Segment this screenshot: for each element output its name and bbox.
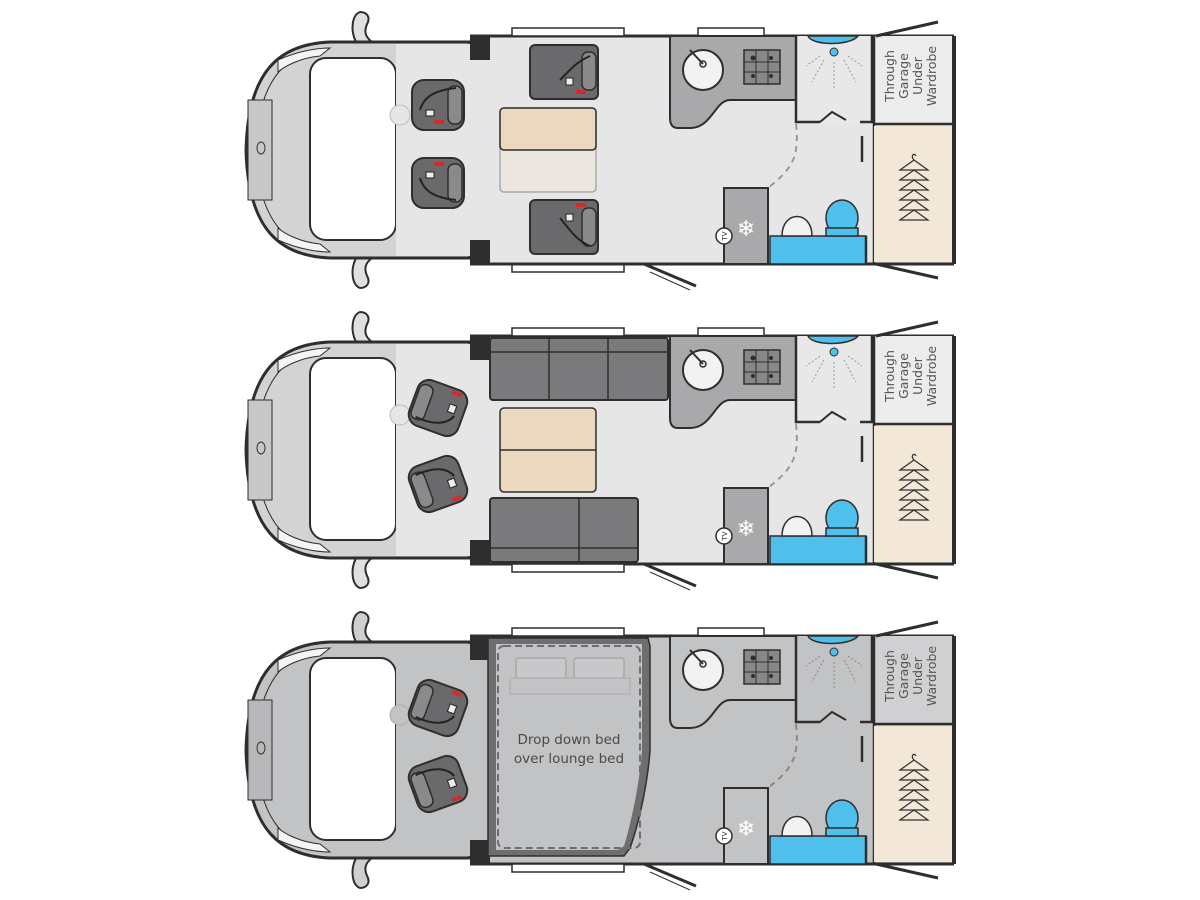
fridge: [723, 787, 769, 865]
hob-icon: [743, 649, 781, 685]
garage-label: Through Garage Under Wardrobe: [882, 45, 939, 107]
shower-head-icon: [829, 647, 839, 657]
entrance-door: [643, 862, 697, 888]
shower-head-icon: [829, 47, 839, 57]
left-mirror-icon: [351, 10, 375, 43]
fridge: [723, 187, 769, 265]
garage-label: Through Garage Under Wardrobe: [882, 345, 939, 407]
sofa-3-seat: [489, 337, 669, 401]
sofa-2-seat: [489, 497, 639, 563]
kitchen-sink-icon: [682, 649, 724, 691]
wardrobe: [874, 426, 952, 562]
travel-seat: [529, 199, 599, 255]
tv-icon: TV: [715, 527, 733, 545]
washbasin-counter: [769, 835, 867, 865]
snowflake-icon: ❄: [737, 516, 755, 541]
window: [511, 627, 625, 637]
through-garage: [874, 336, 952, 424]
right-mirror-icon: [351, 257, 375, 290]
washbasin-icon: [781, 215, 813, 237]
floorplan-lounge-drawing: ❄ TV: [244, 310, 956, 591]
floorplan-night: ❄ TV Through Garage Under Wardrobe Drop …: [0, 600, 1200, 900]
entrance-door: [643, 562, 697, 588]
window: [697, 627, 765, 637]
floorplan-day-drawing: ❄ TV: [244, 10, 956, 291]
drop-down-bed: [487, 637, 651, 857]
drop-down-bed-label: Drop down bed over lounge bed: [513, 732, 625, 767]
garage-label: Through Garage Under Wardrobe: [882, 645, 939, 707]
hanger-icon: [898, 153, 930, 221]
window: [511, 27, 625, 37]
washbasin-icon: [781, 515, 813, 537]
floorplan-lounge: ❄ TV Through Garage Under Wardrobe: [0, 300, 1200, 600]
cab-seat-driver-swivelled: [407, 678, 469, 738]
cab-seat-passenger-swivelled: [407, 754, 469, 814]
hob-icon: [743, 349, 781, 385]
svg-text:TV: TV: [721, 831, 729, 841]
left-mirror-icon: [351, 610, 375, 643]
dining-table: [499, 407, 597, 493]
svg-text:TV: TV: [721, 231, 729, 241]
hanger-icon: [898, 753, 930, 821]
cab-seat-passenger-swivelled: [407, 454, 469, 514]
svg-text:TV: TV: [721, 531, 729, 541]
pillow: [573, 657, 625, 679]
floorplan-night-drawing: ❄ TV: [244, 610, 956, 891]
washbasin-counter: [769, 235, 867, 265]
window: [697, 27, 765, 37]
right-mirror-icon: [351, 557, 375, 590]
floorplan-day: ❄ TV Through Garage Under Wardrobe: [0, 0, 1200, 300]
cab-seat-passenger: [411, 157, 465, 209]
cab-seat-driver-swivelled: [407, 378, 469, 438]
wardrobe: [874, 726, 952, 862]
kitchen-sink-icon: [682, 349, 724, 391]
wardrobe: [874, 126, 952, 262]
hanger-icon: [898, 453, 930, 521]
window: [697, 327, 765, 337]
dining-table: [499, 107, 597, 193]
right-mirror-icon: [351, 857, 375, 890]
through-garage: [874, 636, 952, 724]
travel-seat: [529, 44, 599, 100]
through-garage: [874, 36, 952, 124]
tv-icon: TV: [715, 827, 733, 845]
window: [511, 327, 625, 337]
washbasin-counter: [769, 535, 867, 565]
pillow: [515, 657, 567, 679]
entrance-door: [643, 262, 697, 288]
washbasin-icon: [781, 815, 813, 837]
snowflake-icon: ❄: [737, 816, 755, 841]
window: [511, 563, 625, 573]
window: [511, 863, 625, 873]
snowflake-icon: ❄: [737, 216, 755, 241]
shower-head-icon: [829, 347, 839, 357]
cab-seat-driver: [411, 79, 465, 131]
fridge: [723, 487, 769, 565]
kitchen-sink-icon: [682, 49, 724, 91]
tv-icon: TV: [715, 227, 733, 245]
left-mirror-icon: [351, 310, 375, 343]
hob-icon: [743, 49, 781, 85]
